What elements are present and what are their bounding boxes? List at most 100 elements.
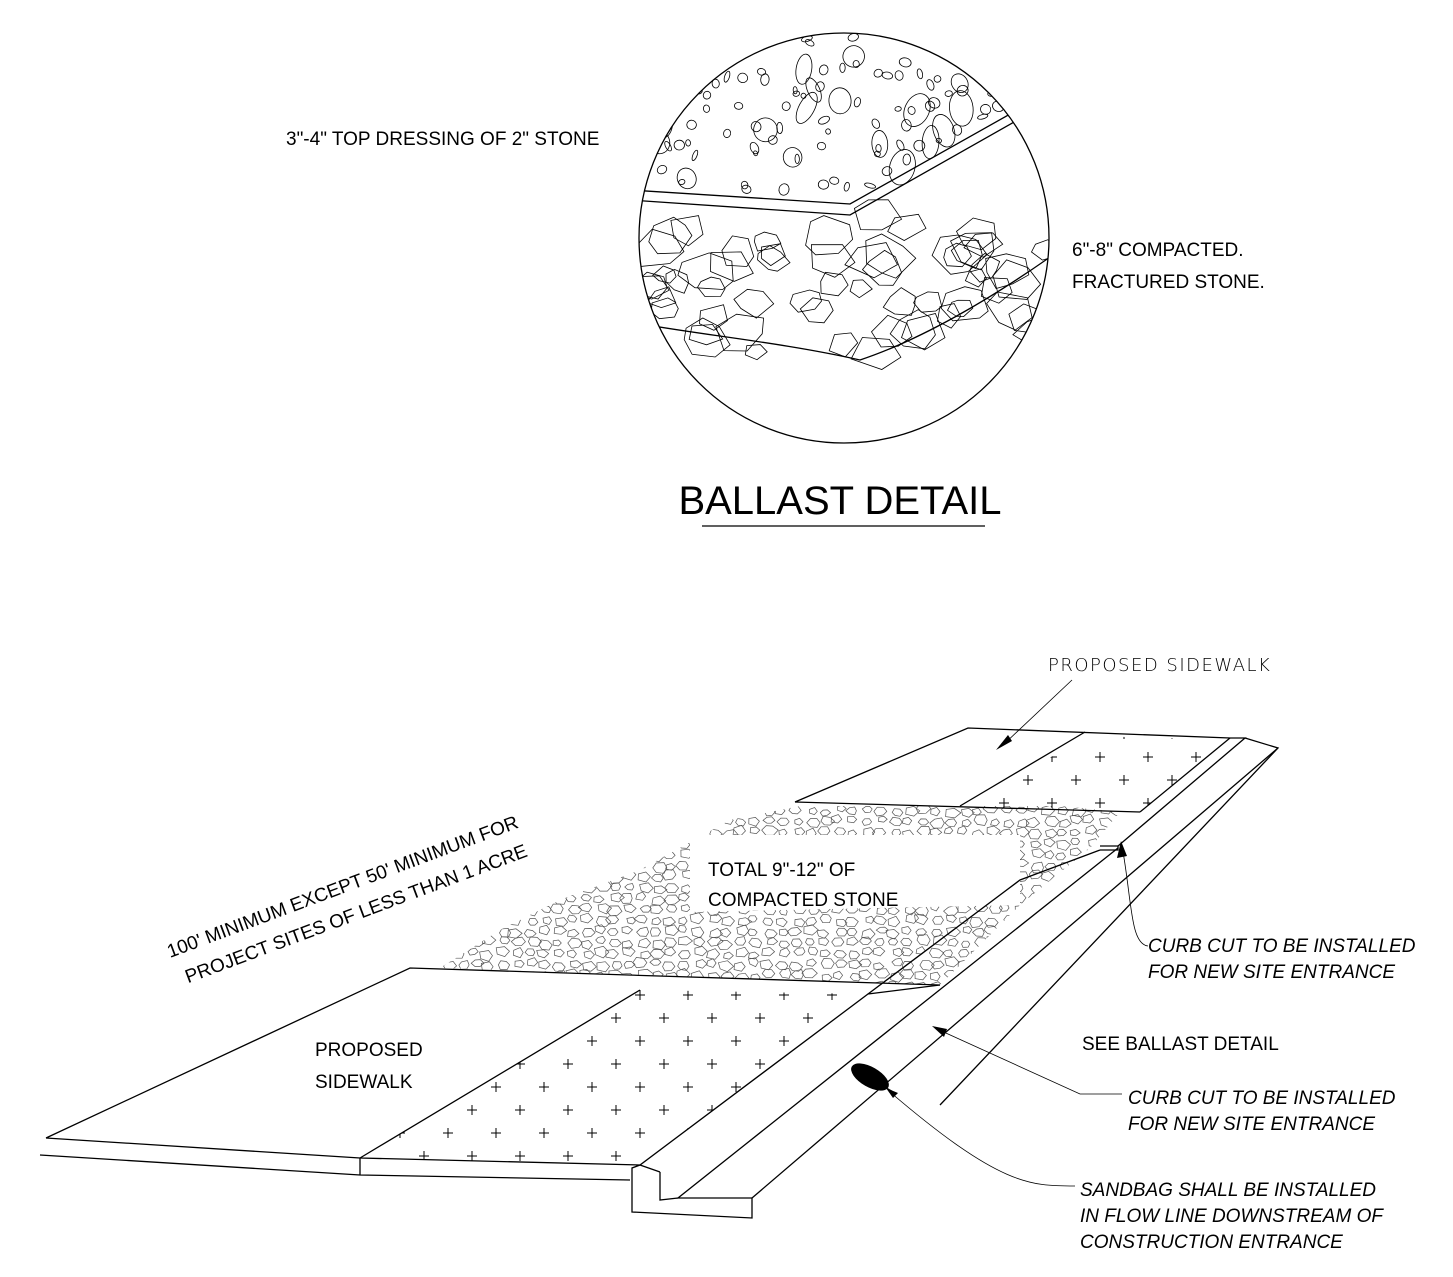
gravel-stone — [1109, 980, 1120, 985]
pebble — [778, 183, 790, 196]
hatch-mark — [851, 1151, 861, 1161]
hatch-mark — [515, 1151, 525, 1161]
gravel-stone — [649, 949, 666, 959]
gravel-stone — [537, 884, 551, 895]
gravel-stone — [915, 982, 930, 985]
gravel-stone — [970, 950, 982, 959]
hatch-mark — [1047, 798, 1057, 808]
pebble — [686, 119, 697, 130]
gravel-stone — [553, 817, 569, 829]
gravel-stone — [554, 871, 566, 880]
gravel-stone — [468, 970, 480, 979]
gravel-stone — [1018, 938, 1029, 946]
pebble — [1043, 83, 1049, 89]
pebble — [660, 78, 669, 88]
gravel-stone — [1044, 971, 1054, 978]
gravel-stone — [1072, 929, 1083, 939]
gravel-stone — [723, 951, 734, 960]
gravel-stone — [722, 816, 734, 825]
gravel-stone — [942, 949, 953, 957]
gravel-stone — [424, 903, 435, 912]
hatch-mark — [419, 1013, 429, 1023]
gravel-stone — [498, 870, 510, 879]
pebble — [734, 102, 744, 110]
hatch-mark — [851, 1013, 861, 1023]
gravel-stone — [440, 826, 453, 837]
hatch-mark — [467, 1059, 477, 1069]
gravel-stone — [652, 970, 664, 979]
gravel-stone — [635, 808, 647, 816]
hatch-mark — [999, 798, 1009, 808]
gravel-stone — [915, 806, 932, 814]
gravel-stone — [538, 939, 553, 951]
gravel-stone — [509, 884, 523, 894]
curb-cut-lower-line1: CURB CUT TO BE INSTALLED — [1128, 1088, 1396, 1109]
fractured-rock — [870, 314, 913, 348]
gravel-stone — [440, 896, 449, 905]
hatch-mark — [1143, 752, 1153, 762]
hatch-mark — [827, 990, 837, 1000]
gravel-stone — [874, 938, 885, 946]
fractured-rock — [820, 271, 849, 297]
gravel-stone — [775, 981, 790, 985]
hatch-mark — [659, 1013, 669, 1023]
gravel-stone — [735, 818, 747, 827]
gravel-stone — [624, 883, 635, 891]
pebble — [949, 90, 974, 127]
pebble — [651, 125, 657, 138]
gravel-stone — [511, 806, 524, 813]
gravel-stone — [818, 937, 830, 946]
gravel-stone — [569, 960, 583, 969]
gravel-stone — [668, 806, 679, 815]
fractured-rock — [949, 232, 995, 271]
gravel-stone — [638, 968, 655, 980]
gravel-stone — [861, 806, 873, 813]
gravel-stone — [1087, 881, 1102, 891]
gravel-stone — [470, 913, 485, 924]
pebble — [678, 179, 686, 185]
gravel-stone — [747, 806, 759, 814]
gravel-stone — [1057, 806, 1069, 816]
gravel-stone — [553, 948, 565, 958]
fractured-rock — [865, 233, 917, 279]
gravel-stone — [666, 904, 678, 913]
gravel-stone — [472, 980, 483, 985]
gravel-stone — [961, 808, 975, 818]
gravel-stone — [539, 817, 554, 828]
gravel-stone — [847, 815, 858, 824]
pebble — [843, 181, 850, 192]
hatch-mark — [731, 990, 741, 1000]
fractured-rock — [850, 337, 902, 370]
gravel-stone — [1112, 961, 1120, 973]
gravel-stone — [916, 826, 931, 836]
gravel-stone — [778, 828, 788, 837]
fractured-rock — [980, 277, 1013, 304]
gravel-stone — [943, 970, 958, 978]
hatch-mark — [683, 1082, 693, 1092]
gravel-stone — [592, 871, 606, 883]
gravel-stone — [677, 950, 691, 960]
gravel-stone — [805, 917, 817, 927]
gravel-stone — [820, 958, 835, 969]
hatch-mark — [755, 1059, 765, 1069]
fractured-rock — [943, 242, 972, 268]
gravel-stone — [1072, 934, 1085, 946]
gravel-stone — [596, 916, 612, 927]
gravel-stone — [666, 817, 681, 830]
hatch-mark — [827, 1082, 837, 1092]
fractured-rock — [964, 268, 987, 288]
gravel-stone — [564, 816, 576, 824]
gravel-stone — [621, 940, 634, 950]
gravel-stone — [442, 937, 458, 948]
gravel-stone — [820, 815, 836, 826]
gravel-stone — [596, 961, 611, 973]
hatch-mark — [755, 1151, 765, 1161]
gravel-stone — [835, 983, 849, 985]
gravel-stone — [539, 983, 551, 985]
hatch-mark — [683, 990, 693, 1000]
gravel-stone — [833, 970, 844, 981]
gravel-stone — [468, 906, 481, 917]
gravel-stone — [697, 817, 708, 826]
fractured-rock — [753, 231, 782, 252]
